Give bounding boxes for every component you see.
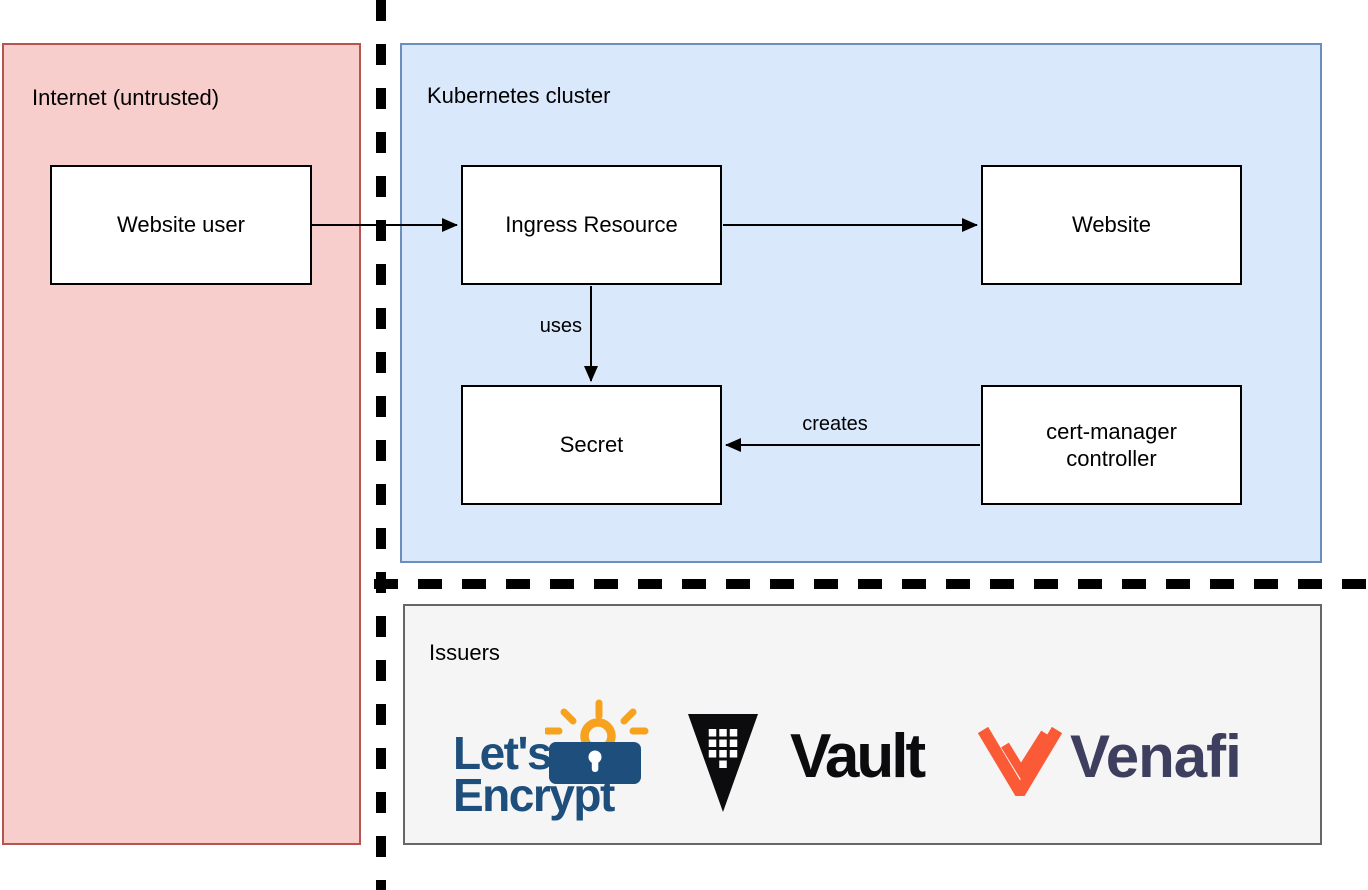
zone-issuers: Issuers xyxy=(403,604,1322,845)
vault-triangle-icon xyxy=(688,714,758,812)
lets-encrypt-logo: Let's Encrypt xyxy=(453,698,653,830)
lets-encrypt-lock-icon xyxy=(545,699,649,784)
zone-internet-untrusted: Internet (untrusted) xyxy=(2,43,361,845)
vault-wordmark: Vault xyxy=(790,722,926,791)
lets-encrypt-wordmark-line1: Let's xyxy=(453,727,553,779)
venafi-wordmark: Venafi xyxy=(1070,723,1242,790)
node-ingress-resource: Ingress Resource xyxy=(461,165,722,285)
node-secret: Secret xyxy=(461,385,722,505)
venafi-vv-strokes xyxy=(978,726,1062,796)
lets-encrypt-wordmark: Let's Encrypt xyxy=(453,727,615,818)
edge-label-creates: creates xyxy=(802,413,868,435)
keyhole-icon xyxy=(588,750,602,764)
zone-cluster-label: Kubernetes cluster xyxy=(427,83,611,108)
node-website: Website xyxy=(981,165,1242,285)
zone-issuers-label: Issuers xyxy=(429,640,500,665)
vault-keypad-dots-icon xyxy=(708,729,738,768)
sun-rays-icon xyxy=(545,699,649,735)
edge-label-uses: uses xyxy=(539,315,582,337)
venafi-mark-icon xyxy=(978,726,1062,796)
zone-internet-label: Internet (untrusted) xyxy=(32,85,220,110)
node-cert-manager-controller: cert-manager controller xyxy=(981,385,1242,505)
node-website-user: Website user xyxy=(50,165,312,285)
keyhole-stem-icon xyxy=(591,759,599,772)
